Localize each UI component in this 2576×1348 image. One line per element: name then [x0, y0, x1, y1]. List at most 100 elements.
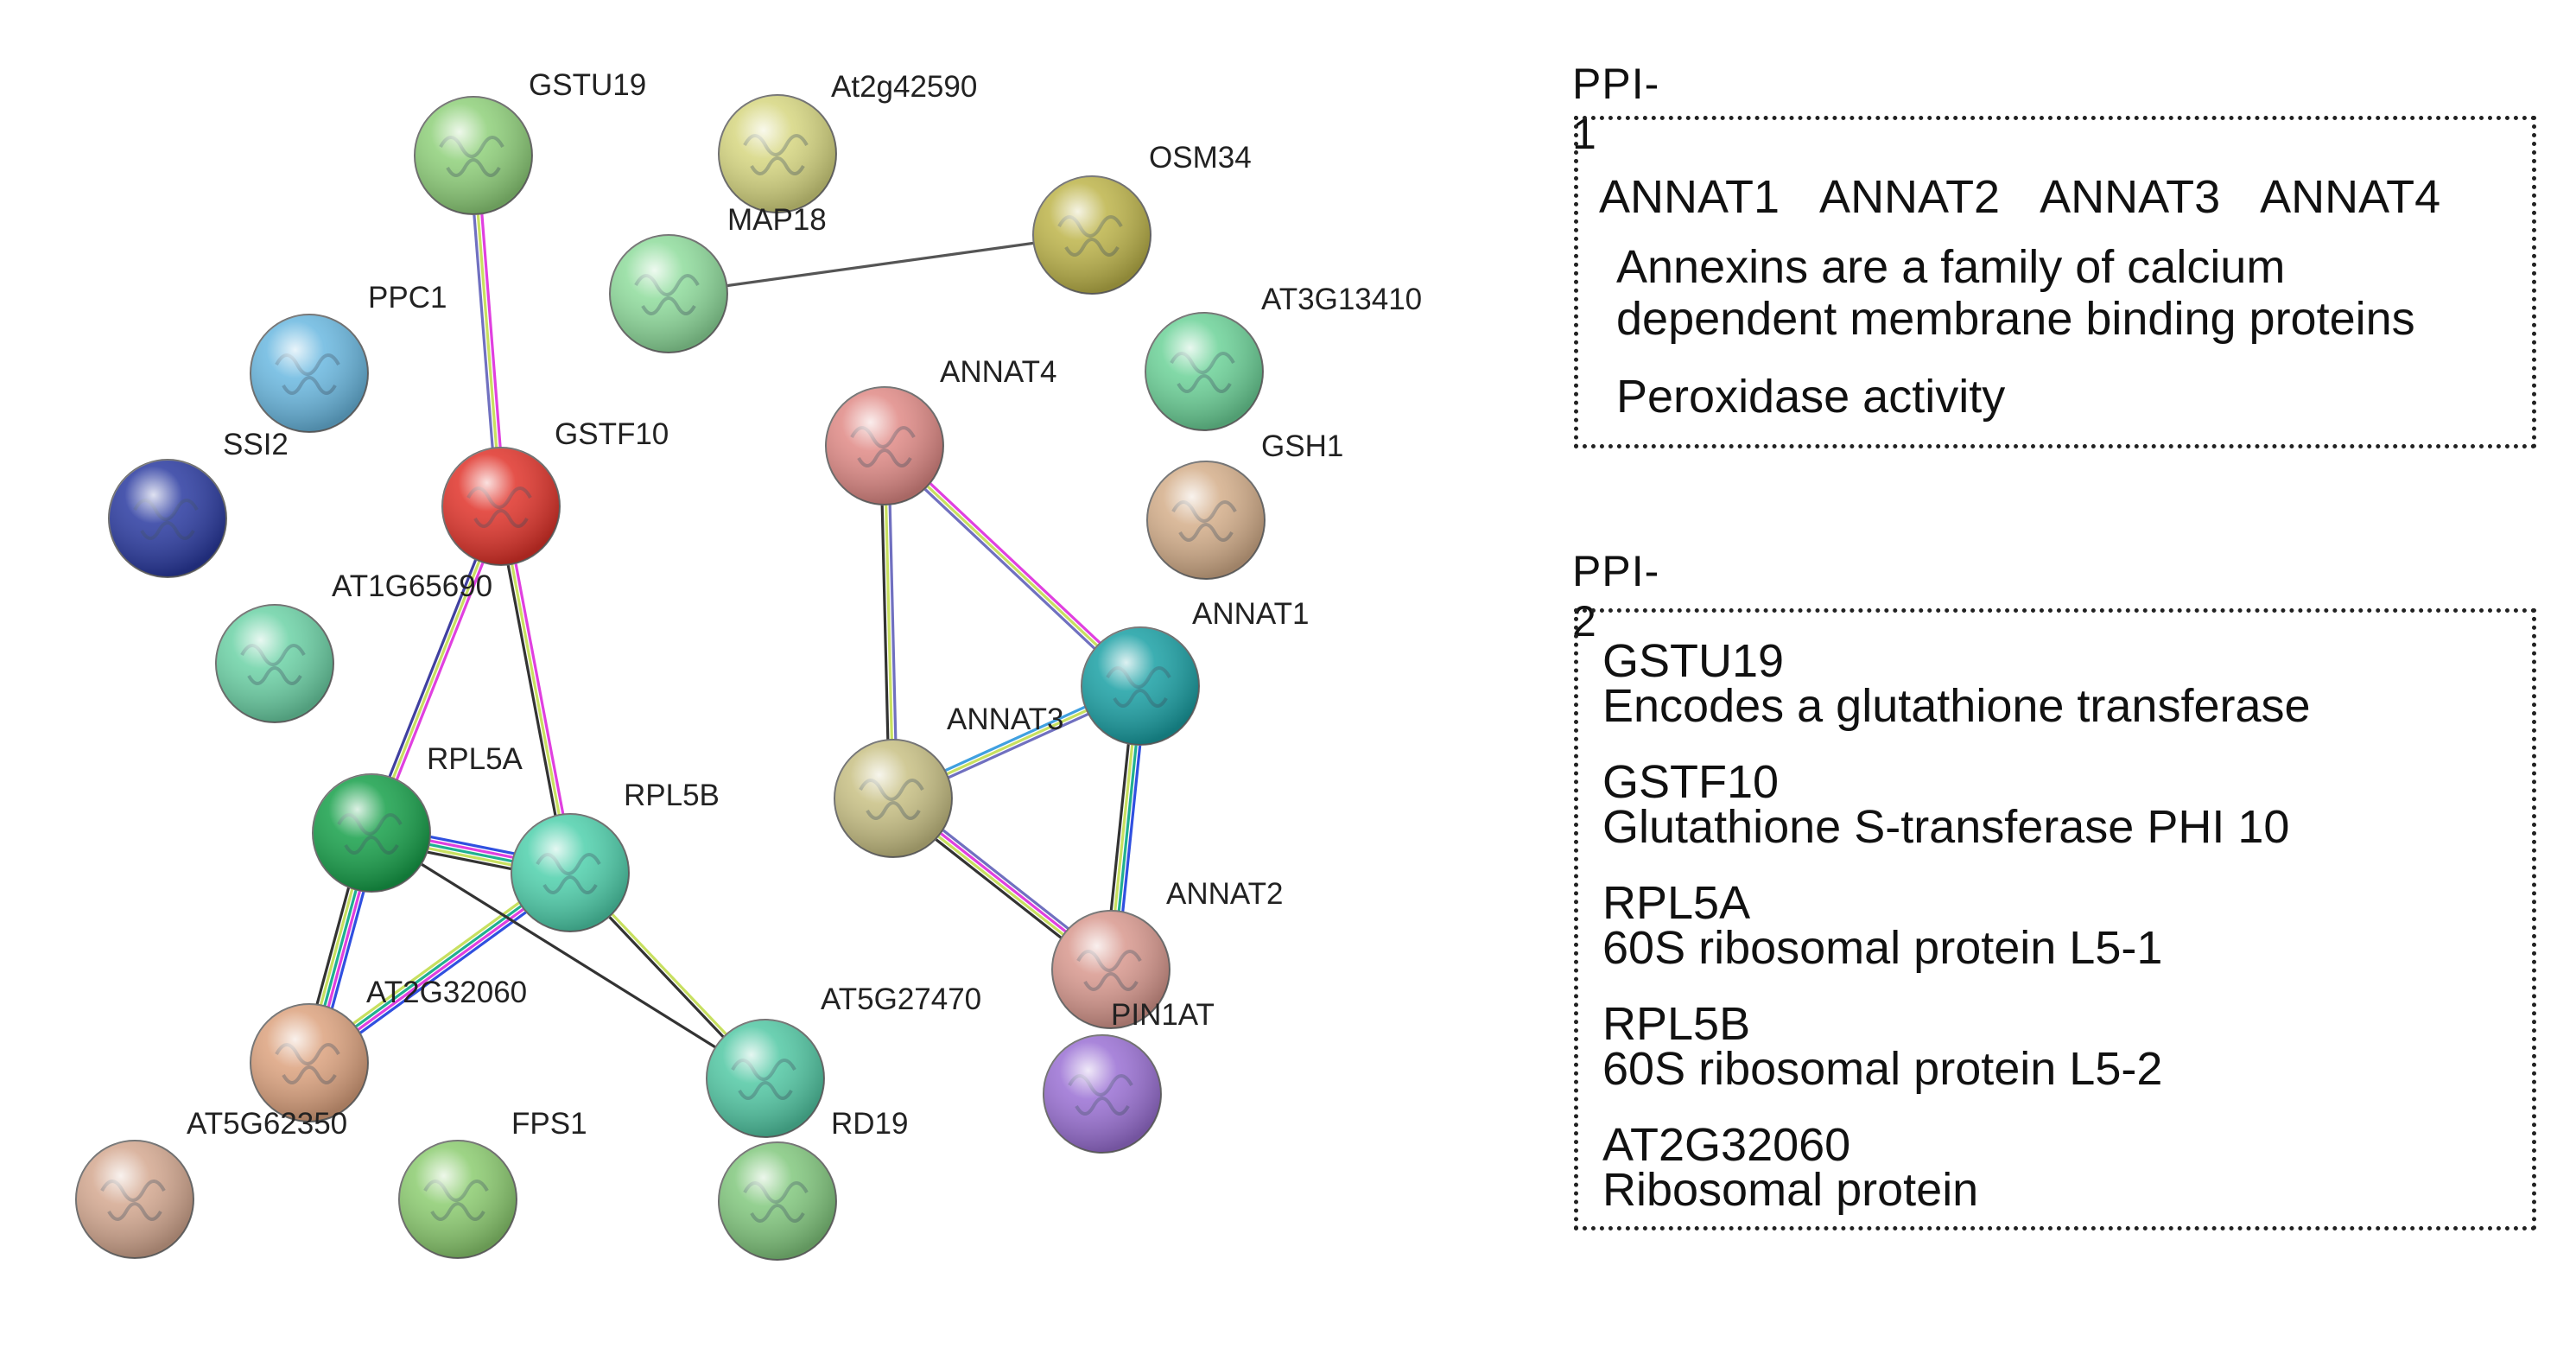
node-label: ANNAT2 — [1166, 877, 1284, 911]
node-gloss — [834, 740, 952, 857]
node-label: PPC1 — [368, 281, 447, 315]
node-At2g42590[interactable]: At2g42590 — [718, 70, 977, 213]
node-label: FPS1 — [511, 1107, 587, 1141]
node-gloss — [1052, 911, 1170, 1028]
node-gloss — [216, 605, 333, 722]
node-AT3G13410[interactable]: AT3G13410 — [1145, 283, 1422, 431]
node-GSH1[interactable]: GSH1 — [1146, 429, 1343, 580]
ppi2-entry: GSTU19 Encodes a glutathione transferase — [1602, 635, 2311, 732]
ppi2-gene: GSTU19 — [1602, 635, 1785, 687]
node-gloss — [399, 1141, 517, 1258]
node-gloss — [511, 814, 629, 932]
ppi2-heading: PPI-2 — [1572, 547, 1660, 645]
node-label: GSTF10 — [555, 417, 669, 451]
node-gloss — [1082, 627, 1199, 745]
node-ANNAT2[interactable]: ANNAT2 — [1051, 877, 1284, 1029]
node-gloss — [109, 460, 226, 577]
edge-RPL5A-AT5G27470 — [371, 831, 766, 1080]
ppi2-gene: AT2G32060 — [1602, 1119, 1851, 1171]
ppi1-box: ANNAT1 ANNAT2 ANNAT3 ANNAT4 Annexins are a … — [1574, 116, 2536, 448]
node-label: SSI2 — [223, 428, 289, 461]
ppi2-gene: RPL5B — [1602, 998, 1751, 1050]
ppi2-entry: GSTF10 Glutathione S-transferase PHI 10 — [1602, 756, 2290, 853]
node-GSTU19[interactable]: GSTU19 — [414, 68, 646, 215]
node-label: AT2G32060 — [366, 976, 527, 1009]
node-AT5G27470[interactable]: AT5G27470 — [706, 982, 981, 1138]
node-RPL5A[interactable]: RPL5A — [312, 742, 523, 893]
ppi2-description: Glutathione S-transferase PHI 10 — [1602, 801, 2290, 853]
ppi1-description-line: dependent membrane binding proteins — [1616, 293, 2415, 345]
node-ANNAT4[interactable]: ANNAT4 — [825, 355, 1057, 506]
node-label: RPL5A — [427, 742, 523, 776]
node-RD19[interactable]: RD19 — [718, 1107, 908, 1261]
node-gloss — [251, 1004, 368, 1122]
ppi1-description-line: Peroxidase activity — [1616, 371, 2006, 423]
node-gloss — [1147, 461, 1265, 579]
node-gloss — [707, 1020, 824, 1137]
node-gloss — [415, 97, 532, 214]
ppi1-gene: ANNAT3 — [2040, 171, 2221, 223]
node-label: AT5G62350 — [187, 1107, 347, 1141]
node-RPL5B[interactable]: RPL5B — [511, 779, 720, 932]
node-PPC1[interactable]: PPC1 — [250, 281, 447, 433]
edge-strand — [668, 233, 1093, 296]
node-GSTF10[interactable]: GSTF10 — [441, 417, 669, 566]
node-gloss — [719, 1142, 836, 1260]
ppi2-entry: RPL5B 60S ribosomal protein L5-2 — [1602, 998, 2163, 1095]
node-gloss — [442, 448, 560, 565]
node-label: RPL5B — [624, 779, 720, 812]
node-label: AT3G13410 — [1261, 283, 1422, 316]
ppi2-gene: GSTF10 — [1602, 756, 1780, 808]
node-OSM34[interactable]: OSM34 — [1032, 141, 1252, 295]
edge-strand — [371, 831, 766, 1080]
edge-strand — [503, 505, 575, 873]
node-label: AT5G27470 — [821, 982, 981, 1016]
ppi2-description: Encodes a glutathione transferase — [1602, 680, 2311, 732]
node-label: At2g42590 — [831, 70, 977, 104]
ppi2-description: 60S ribosomal protein L5-1 — [1602, 922, 2163, 974]
node-AT1G65690[interactable]: AT1G65690 — [215, 569, 492, 723]
edge-strand — [496, 506, 568, 874]
ppi2-description: 60S ribosomal protein L5-2 — [1602, 1043, 2163, 1095]
node-label: GSTU19 — [529, 68, 646, 102]
node-label: PIN1AT — [1111, 998, 1215, 1032]
edge-MAP18-OSM34 — [668, 233, 1093, 296]
node-gloss — [610, 235, 727, 353]
ppi1-gene: ANNAT4 — [2260, 171, 2441, 223]
node-label: MAP18 — [727, 203, 827, 237]
node-label: OSM34 — [1149, 141, 1252, 175]
node-gloss — [1145, 313, 1263, 430]
ppi1-gene: ANNAT1 — [1599, 171, 1780, 223]
node-label: ANNAT4 — [940, 355, 1057, 389]
node-label: ANNAT1 — [1192, 597, 1310, 631]
node-label: ANNAT3 — [947, 703, 1064, 736]
edge-GSTF10-RPL5B — [496, 505, 575, 874]
ppi2-description: Ribosomal protein — [1602, 1164, 1979, 1216]
node-label: GSH1 — [1261, 429, 1343, 463]
node-gloss — [76, 1141, 194, 1258]
node-gloss — [251, 315, 368, 432]
ppi1-heading: PPI-1 — [1572, 60, 1660, 158]
node-MAP18[interactable]: MAP18 — [609, 203, 827, 353]
ppi1-description-line: Annexins are a family of calcium — [1616, 241, 2286, 293]
node-ANNAT1[interactable]: ANNAT1 — [1081, 597, 1310, 746]
node-label: RD19 — [831, 1107, 908, 1141]
node-PIN1AT[interactable]: PIN1AT — [1043, 998, 1215, 1154]
node-gloss — [826, 387, 943, 505]
node-FPS1[interactable]: FPS1 — [398, 1107, 587, 1259]
node-SSI2[interactable]: SSI2 — [108, 428, 289, 578]
ppi2-entry: AT2G32060 Ribosomal protein — [1602, 1119, 1979, 1216]
edge-strand — [499, 506, 572, 874]
ppi2-gene: RPL5A — [1602, 877, 1751, 929]
node-AT5G62350[interactable]: AT5G62350 — [75, 1107, 347, 1259]
node-ANNAT3[interactable]: ANNAT3 — [834, 703, 1064, 858]
ppi2-box: GSTU19 Encodes a glutathione transferase… — [1574, 608, 2536, 1230]
ppi1-gene: ANNAT2 — [1819, 171, 2001, 223]
node-gloss — [313, 774, 430, 892]
node-gloss — [1044, 1035, 1161, 1153]
node-AT2G32060[interactable]: AT2G32060 — [250, 976, 527, 1122]
ppi1-gene-list: ANNAT1 ANNAT2 ANNAT3 ANNAT4 — [1599, 170, 2440, 224]
ppi2-entry: RPL5A 60S ribosomal protein L5-1 — [1602, 877, 2163, 974]
